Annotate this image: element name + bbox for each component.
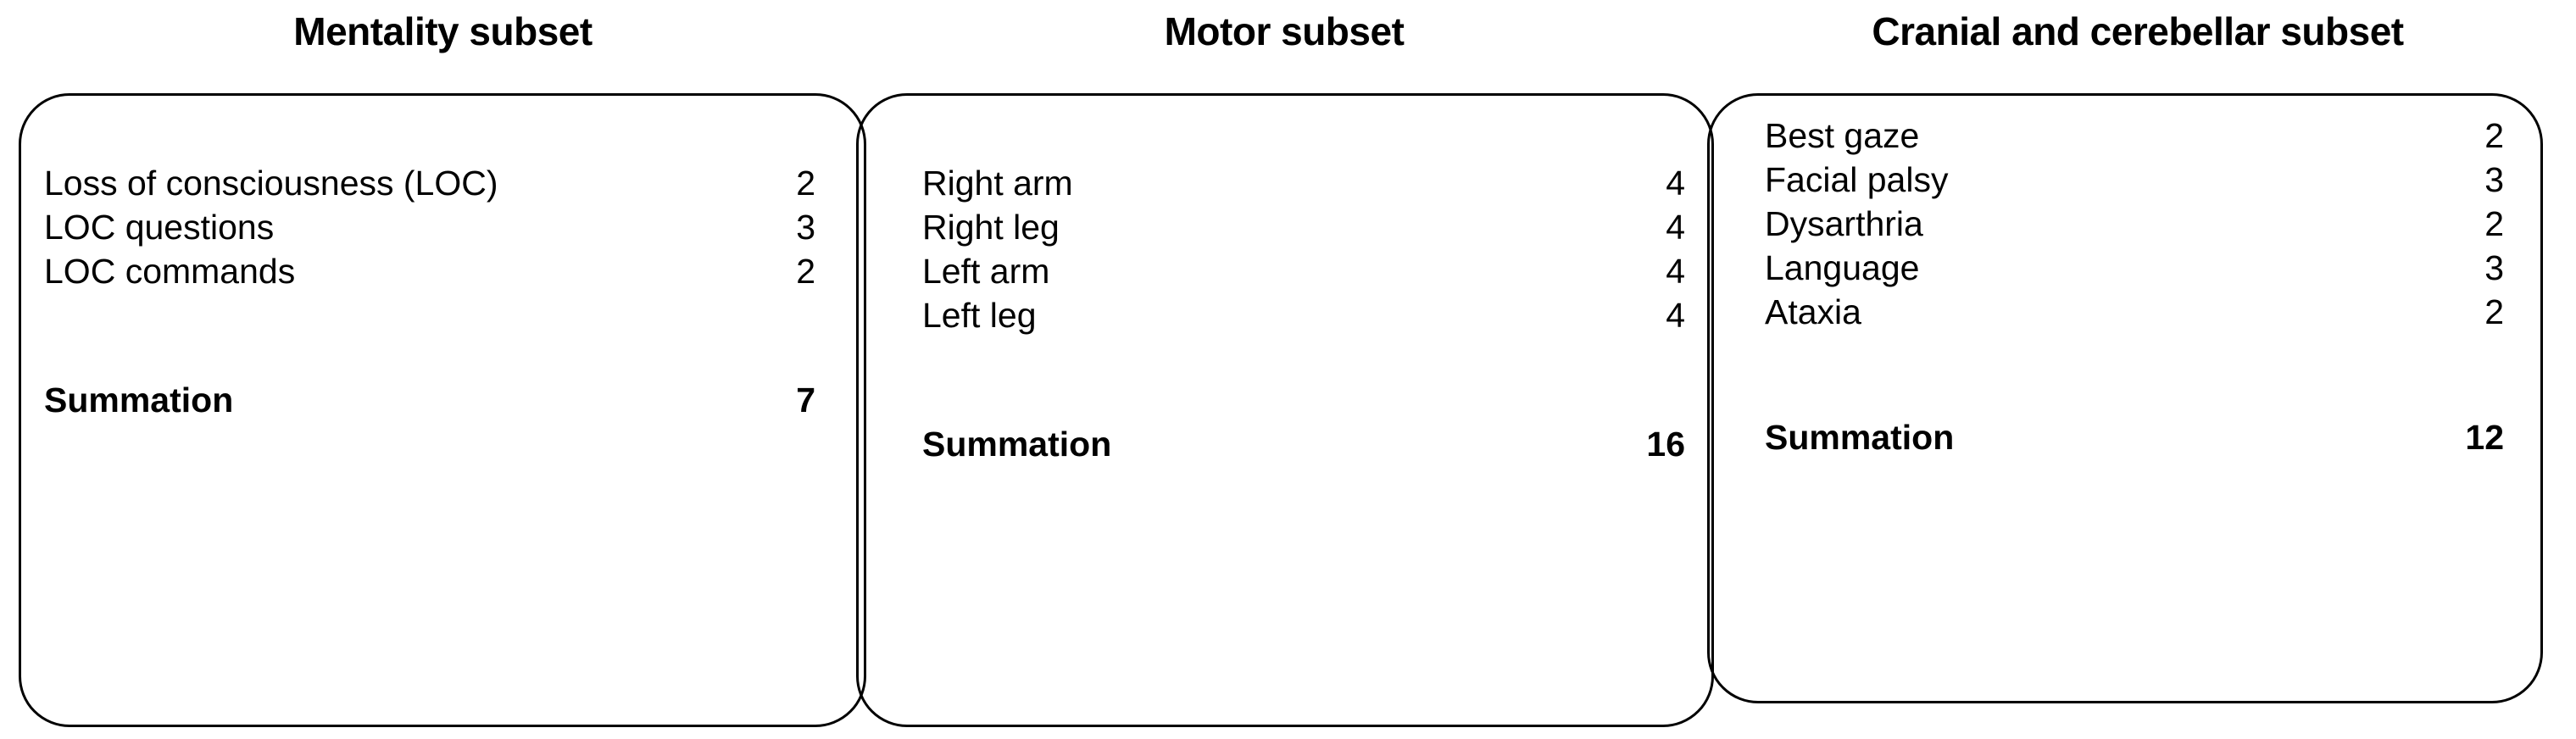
score-row-label: Left leg [922, 296, 1037, 335]
panel-motor-subset [856, 93, 1714, 727]
score-row-value: 3 [2484, 160, 2504, 199]
score-row: Dysarthria 2 [1765, 207, 2504, 251]
score-row: Ataxia 2 [1765, 295, 2504, 339]
score-row: Facial palsy 3 [1765, 163, 2504, 207]
score-row-label: Dysarthria [1765, 204, 1923, 243]
panel-title-motor: Motor subset [1164, 9, 1405, 53]
row-spacer [1765, 339, 2504, 420]
score-row: Right leg 4 [922, 210, 1685, 254]
score-row-label: Language [1765, 248, 1920, 287]
score-row-value: 2 [796, 164, 815, 203]
panel-cranial-cerebellar-subset [1707, 93, 2543, 703]
score-row: Best gaze 2 [1765, 119, 2504, 163]
score-row: Language 3 [1765, 251, 2504, 295]
score-row: Left leg 4 [922, 298, 1685, 342]
score-row-label: Left arm [922, 252, 1050, 291]
score-row: Left arm 4 [922, 254, 1685, 298]
score-row-value: 4 [1666, 208, 1685, 247]
score-row-value: 2 [2484, 204, 2504, 243]
summation-label: Summation [44, 381, 234, 420]
score-row-label: Right leg [922, 208, 1060, 247]
score-row: Loss of consciousness (LOC) 2 [44, 166, 815, 210]
score-row-value: 4 [1666, 252, 1685, 291]
panel-title-cranial-cerebellar: Cranial and cerebellar subset [1872, 9, 2404, 53]
score-row-value: 4 [1666, 164, 1685, 203]
score-row-value: 2 [796, 252, 815, 291]
score-row-label: Ataxia [1765, 292, 1861, 331]
summation-row: Summation 12 [1765, 420, 2504, 464]
score-row-label: LOC commands [44, 252, 296, 291]
summation-row: Summation 7 [44, 383, 815, 427]
score-row-value: 3 [796, 208, 815, 247]
score-row-label: Facial palsy [1765, 160, 1949, 199]
row-spacer [922, 342, 1685, 427]
panel-mentality-rows: Loss of consciousness (LOC) 2 LOC questi… [44, 166, 815, 427]
summation-label: Summation [1765, 418, 1955, 457]
score-row-value: 2 [2484, 292, 2504, 331]
panel-mentality-subset [19, 93, 866, 727]
summation-value: 7 [796, 381, 815, 420]
score-row-label: LOC questions [44, 208, 275, 247]
row-spacer [44, 298, 815, 383]
summation-label: Summation [922, 425, 1112, 464]
score-row: Right arm 4 [922, 166, 1685, 210]
summation-value: 12 [2465, 418, 2504, 457]
score-row: LOC questions 3 [44, 210, 815, 254]
score-row: LOC commands 2 [44, 254, 815, 298]
summation-row: Summation 16 [922, 427, 1685, 471]
panel-cranial-cerebellar-rows: Best gaze 2 Facial palsy 3 Dysarthria 2 … [1765, 119, 2504, 464]
score-row-label: Loss of consciousness (LOC) [44, 164, 498, 203]
panel-motor-rows: Right arm 4 Right leg 4 Left arm 4 Left … [922, 166, 1685, 471]
score-row-value: 3 [2484, 248, 2504, 287]
score-row-label: Best gaze [1765, 116, 1920, 155]
score-row-value: 4 [1666, 296, 1685, 335]
score-row-label: Right arm [922, 164, 1073, 203]
score-row-value: 2 [2484, 116, 2504, 155]
summation-value: 16 [1646, 425, 1685, 464]
panel-title-mentality: Mentality subset [293, 9, 593, 53]
